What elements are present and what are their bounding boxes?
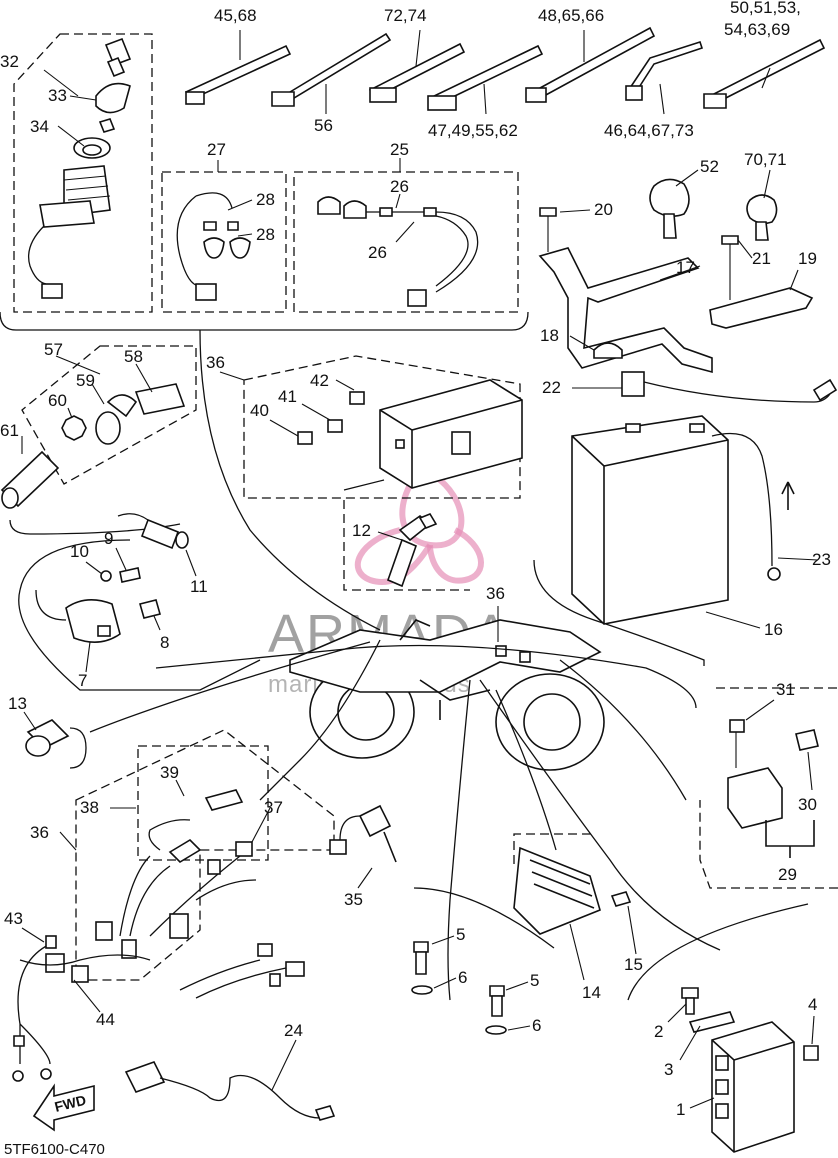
sub-harness-27 [161,171,287,313]
label-38: 38 [80,798,99,817]
label-24: 24 [284,1021,303,1040]
label-11: 11 [190,577,208,596]
label-1: 1 [676,1100,685,1119]
label-9: 9 [104,529,113,548]
label-41: 41 [278,387,297,406]
fuse-box-group [243,355,523,499]
rectifier-regulator [513,833,632,935]
label-19: 19 [798,249,817,268]
cable-ties [184,26,826,111]
label-27: 27 [207,140,226,159]
label-5-upper: 5 [456,925,465,944]
label-54-63-69: 54,63,69 [724,20,790,39]
label-39: 39 [160,763,179,782]
battery [571,371,838,625]
label-12: 12 [352,521,371,540]
clamps [649,178,778,241]
coil-group [18,513,261,691]
label-6-upper: 6 [458,968,467,987]
label-44: 44 [96,1010,115,1029]
label-20: 20 [594,200,613,219]
label-36-atv: 36 [486,584,505,603]
label-25: 25 [390,140,409,159]
label-18: 18 [540,326,559,345]
label-34: 34 [30,117,49,136]
label-56: 56 [314,116,333,135]
label-29: 29 [778,865,797,884]
label-42: 42 [310,371,329,390]
label-26-lower: 26 [368,243,387,262]
label-36-fusebox: 36 [206,353,225,372]
fwd-arrow-icon: FWD [32,1083,95,1132]
label-60: 60 [48,391,67,410]
label-57: 57 [44,340,63,359]
label-13: 13 [8,694,27,713]
label-37: 37 [264,798,283,817]
harness-43-44 [12,935,151,1082]
label-40: 40 [250,401,269,420]
label-46-64-67-73: 46,64,67,73 [604,121,694,140]
battery-bracket [538,207,814,374]
label-8: 8 [160,633,169,652]
label-45-68: 45,68 [214,6,257,25]
atv-vehicle [289,619,605,771]
bolts-washers [411,887,555,1035]
relay-13 [25,719,70,757]
lead-24 [124,1061,336,1121]
label-28-lower: 28 [256,225,275,244]
label-17: 17 [676,258,695,277]
mini-harness [179,943,305,999]
label-14: 14 [582,983,601,1002]
label-4: 4 [808,995,817,1014]
sub-harness-group [75,729,335,981]
label-10: 10 [70,542,89,561]
label-22: 22 [542,378,561,397]
label-23: 23 [812,550,831,569]
label-35: 35 [344,890,363,909]
label-28-upper: 28 [256,190,275,209]
label-33: 33 [48,86,67,105]
label-48-65-66: 48,65,66 [538,6,604,25]
label-72-74: 72,74 [384,6,427,25]
label-52: 52 [700,157,719,176]
diagram-code: 5TF6100-C470 [4,1141,105,1158]
socket-group-57 [0,345,197,509]
label-2: 2 [654,1022,663,1041]
label-26-upper: 26 [390,177,409,196]
label-31: 31 [776,680,795,699]
label-16: 16 [764,620,783,639]
sub-harness-25 [293,171,519,313]
label-7: 7 [78,671,87,690]
label-3: 3 [664,1060,673,1079]
label-36-subharness: 36 [30,823,49,842]
label-50-51-53: 50,51,53, [730,0,801,17]
fwd-label: FWD [53,1092,88,1115]
label-5-lower: 5 [530,971,539,990]
starter-relay [699,687,838,889]
sensor-12 [386,513,438,588]
label-15: 15 [624,955,643,974]
label-58: 58 [124,347,143,366]
label-61: 61 [0,421,19,440]
label-21: 21 [752,249,771,268]
label-32: 32 [0,52,19,71]
label-43: 43 [4,909,23,928]
ignition-switch-group [13,33,153,313]
label-47-49-55-62: 47,49,55,62 [428,121,518,140]
cdi-unit [627,903,819,1153]
label-59: 59 [76,371,95,390]
switch-35 [329,804,397,863]
label-70-71: 70,71 [744,150,787,169]
label-6-lower: 6 [532,1016,541,1035]
label-30: 30 [798,795,817,814]
